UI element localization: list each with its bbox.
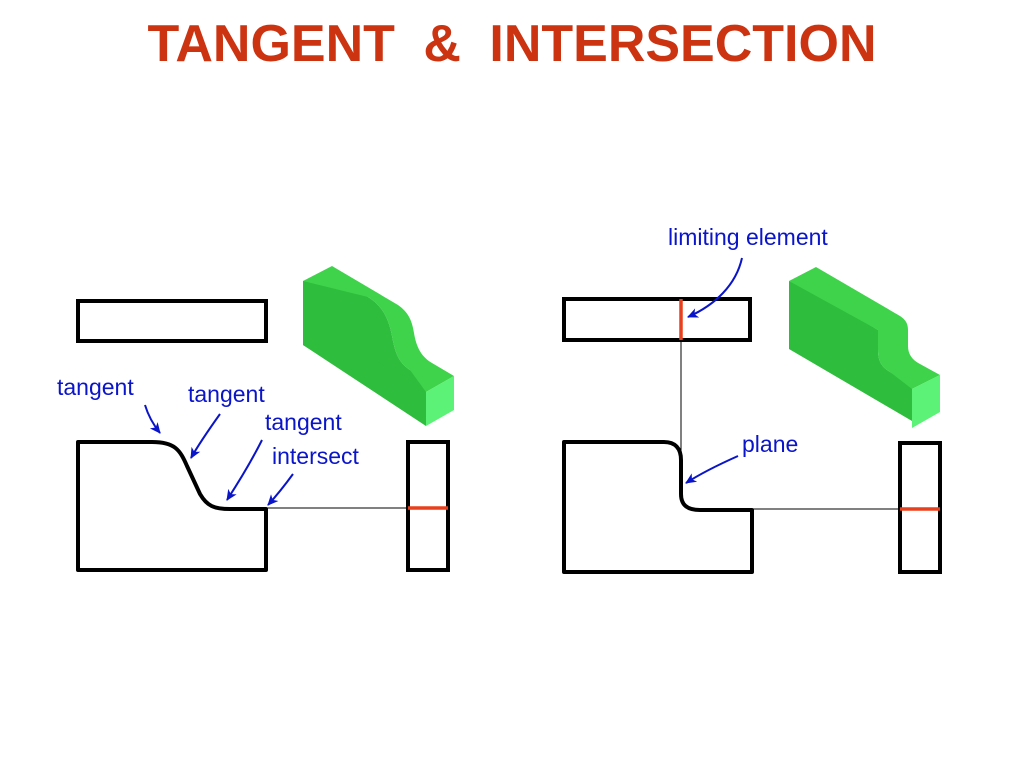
label-intersect: intersect [272,443,360,469]
right-block-top-face [789,267,940,389]
right-block-side-face [912,375,940,428]
arrow-intersect [267,473,294,506]
right-annotations: limiting element plane [668,224,828,484]
slide-title: TANGENT & INTERSECTION [147,15,877,73]
left-orthographic-views [76,299,450,572]
left-side-view [406,440,450,572]
left-3d-block [303,266,454,426]
left-block-top-face [303,266,454,392]
label-plane: plane [742,431,798,457]
label-tangent-2: tangent [188,381,265,407]
right-front-view [562,440,754,574]
arrow-limiting-element [687,257,743,318]
label-limiting-element: limiting element [668,224,828,250]
left-front-view [76,440,268,572]
left-top-view [76,299,268,343]
right-3d-block [789,267,940,428]
left-block-front-lower [303,320,426,426]
right-block-front-face [789,281,912,421]
arrow-plane [685,455,739,484]
label-tangent-3: tangent [265,409,342,435]
left-annotations: tangent tangent tangent intersect [57,374,360,506]
right-top-view [562,297,752,342]
arrow-tangent-1 [144,404,161,434]
right-orthographic-views [562,297,942,574]
label-tangent-1: tangent [57,374,134,400]
arrow-tangent-3 [226,439,263,501]
left-block-side-face [426,376,454,426]
arrow-tangent-2 [190,413,221,459]
